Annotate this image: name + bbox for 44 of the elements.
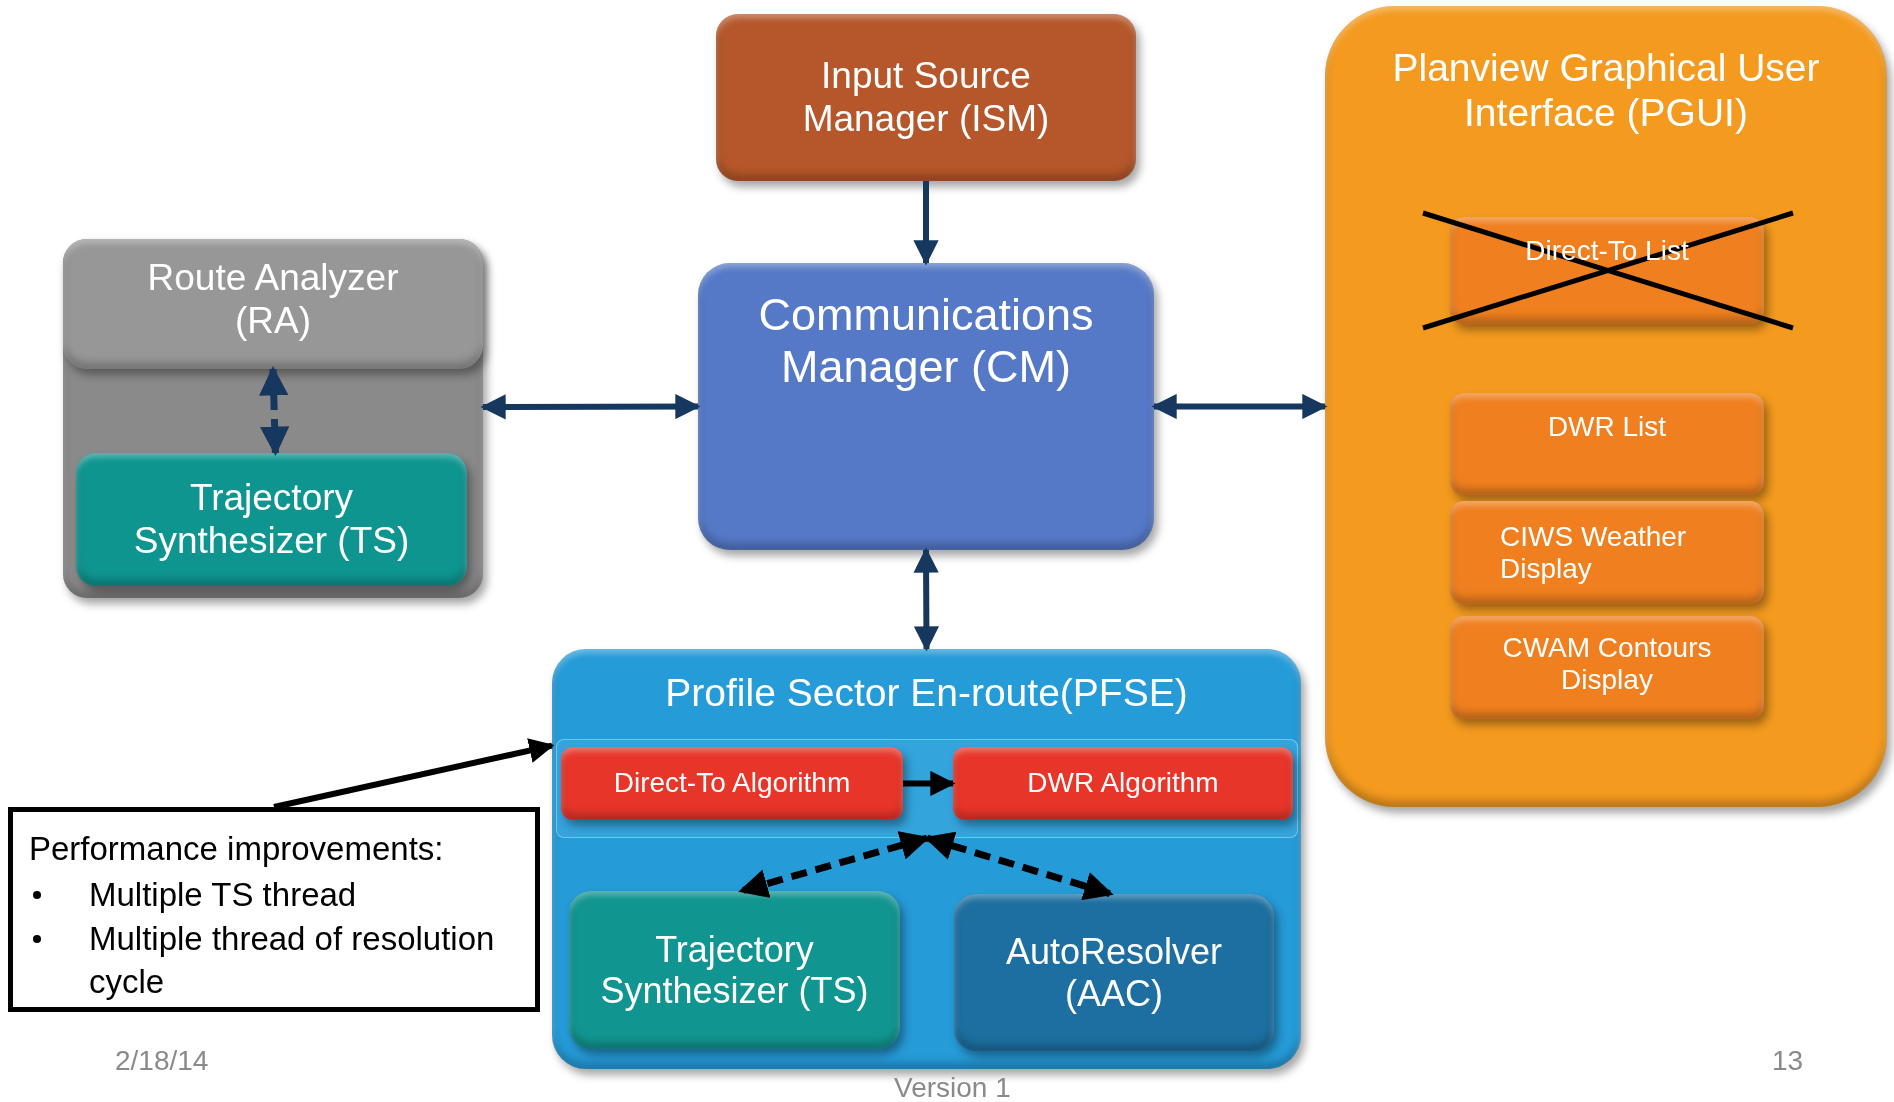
inner-panel: [556, 739, 1298, 838]
node-label: Trajectory Synthesizer (TS): [132, 476, 411, 563]
node-label: CIWS Weather Display: [1500, 521, 1688, 586]
group-panel: [552, 649, 1301, 1069]
process-box: [561, 747, 903, 820]
page-number: 13: [1772, 1045, 1804, 1077]
node-label: Trajectory Synthesizer (TS): [599, 928, 870, 1012]
arrow: [273, 738, 555, 810]
dashed-arrow: [259, 366, 290, 456]
list-item-box: [1450, 501, 1764, 604]
dashed-arrow: [924, 831, 1114, 901]
group-panel: [1325, 6, 1887, 807]
group-panel: [63, 239, 483, 598]
arrow: [913, 181, 939, 266]
node-label: Route Analyzer (RA): [146, 257, 400, 343]
process-box: [698, 263, 1154, 550]
node-label: Input Source Manager (ISM): [801, 54, 1051, 141]
node-label: CWAM Contours Display: [1501, 632, 1713, 697]
header-panel: [63, 239, 483, 369]
arrow: [1151, 393, 1328, 420]
callout-heading: Performance improvements:: [29, 829, 445, 869]
dashed-arrow: [738, 831, 930, 898]
node-label: AutoResolver (AAC): [1004, 931, 1224, 1014]
process-box: [569, 891, 900, 1049]
bullet-text: Multiple thread of resolution cycle: [89, 918, 515, 1003]
process-box: [716, 14, 1136, 181]
date-label: 2/18/14: [115, 1045, 209, 1077]
process-box: [954, 894, 1274, 1051]
node-label: Direct-To Algorithm: [613, 767, 851, 800]
process-box: [953, 747, 1293, 820]
node-label: Planview Graphical User Interface (PGUI): [1391, 46, 1821, 136]
bullet-text: Multiple TS thread: [89, 874, 515, 917]
node-label: Profile Sector En-route(PFSE): [665, 671, 1188, 716]
callout-box: [8, 807, 540, 1012]
node-label: Communications Manager (CM): [757, 289, 1095, 393]
arrow: [480, 393, 701, 420]
version-label: Version 1: [894, 1072, 1011, 1102]
list-item-box: [1450, 616, 1764, 719]
node-label: DWR List: [1547, 411, 1667, 444]
node-label: DWR Algorithm: [1027, 767, 1219, 800]
arrow: [913, 547, 939, 652]
arrow: [903, 770, 956, 797]
list-item-box: [1450, 393, 1764, 495]
process-box: [76, 453, 467, 586]
